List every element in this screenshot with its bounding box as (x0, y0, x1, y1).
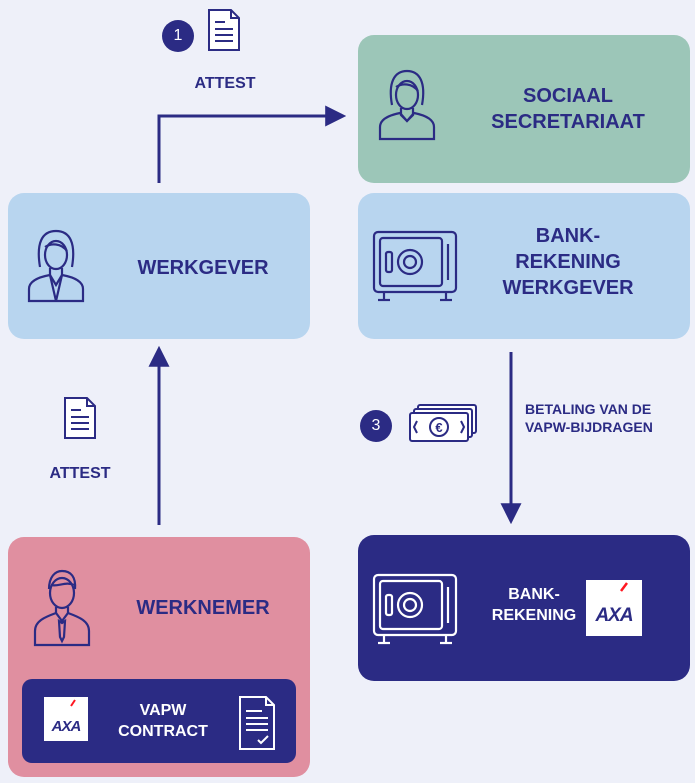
banknotes-icon: € (408, 403, 478, 448)
sociaal-secretariaat-box: SOCIAAL SECRETARIAAT (358, 35, 690, 183)
axa-logo: AXA (586, 580, 642, 636)
svg-text:AXA: AXA (51, 718, 81, 735)
werknemer-box: WERKNEMER AXA VAPW CONTRACT (8, 537, 310, 777)
betaling-label: BETALING VAN DE VAPW-BIJDRAGEN (525, 401, 653, 436)
document-icon (63, 396, 97, 445)
contract-icon (238, 695, 276, 756)
werknemer-title: WERKNEMER (136, 597, 270, 619)
step-1-badge: 1 (162, 20, 194, 52)
attest-label-top: ATTEST (194, 75, 256, 92)
axa-logo: AXA (44, 697, 88, 741)
werkgever-box: WERKGEVER (8, 193, 310, 339)
svg-text:€: € (435, 420, 442, 435)
woman-icon (376, 65, 438, 146)
bankrekening-werkgever-box: BANK- REKENING WERKGEVER (358, 193, 690, 339)
man-icon (32, 567, 92, 652)
vapw-contract-box: AXA VAPW CONTRACT (22, 679, 296, 763)
document-icon (207, 8, 241, 57)
vapw-contract-title: VAPW CONTRACT (118, 702, 208, 740)
werkgever-title: WERKGEVER (137, 257, 269, 279)
sociaal-secretariaat-title: SOCIAAL SECRETARIAAT (491, 85, 645, 133)
svg-text:AXA: AXA (594, 605, 632, 626)
attest-label-left: ATTEST (49, 465, 111, 482)
bankrekening-axa-title: BANK- REKENING (491, 586, 577, 624)
step-3-badge: 3 (360, 410, 392, 442)
bankrekening-werkgever-title: BANK- REKENING WERKGEVER (502, 225, 634, 299)
bankrekening-axa-box: BANK- REKENING AXA (358, 535, 690, 681)
safe-icon (372, 230, 458, 307)
safe-icon (372, 573, 458, 650)
woman-icon (26, 225, 86, 308)
arrow-werkgever-to-sociaal (157, 105, 347, 183)
